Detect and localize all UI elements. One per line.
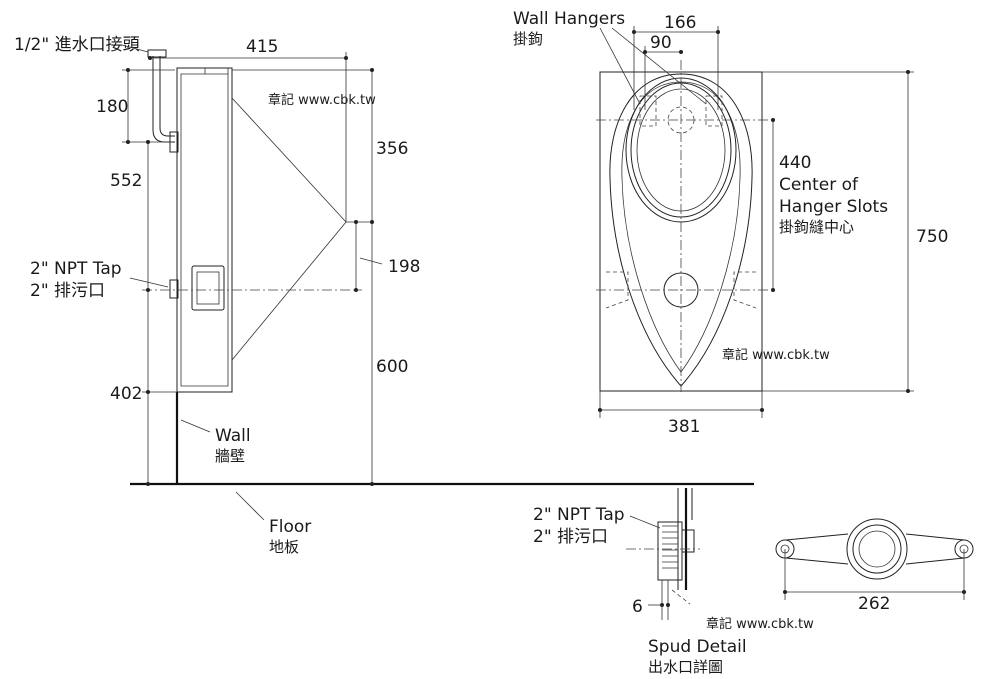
front-view: 166 90 Wall Hangers 掛鉤 440 Center of Han… (513, 9, 948, 437)
wall-label: Wall (215, 426, 251, 446)
dim-750: 750 (916, 227, 948, 247)
dim-440: 440 (779, 153, 811, 173)
floor-label: Floor (269, 517, 311, 537)
inlet-label: 1/2" 進水口接頭 (14, 35, 140, 55)
dim-552: 552 (110, 171, 142, 191)
hanger-slot-right (705, 95, 723, 127)
spud-tap-label-cn: 2" 排污口 (533, 527, 608, 547)
inlet-fitting (147, 49, 167, 58)
flush-cone (231, 97, 347, 361)
floor-label-cn: 地板 (269, 538, 299, 556)
side-view: 415 180 552 402 356 600 198 1/2" 進水口接頭 2… (14, 35, 754, 556)
dim-262: 262 (858, 594, 890, 614)
spud-title-cn: 出水口詳圖 (648, 658, 723, 676)
dim-402: 402 (110, 384, 142, 404)
watermark-spud: 章記 www.cbk.tw (706, 616, 814, 632)
dim-166: 166 (664, 13, 696, 33)
dim-600: 600 (376, 357, 408, 377)
urinal-body-side (176, 67, 233, 393)
dim-415: 415 (246, 37, 278, 57)
tap-label: 2" NPT Tap (30, 259, 122, 279)
spud-ring (846, 518, 908, 580)
dim-6: 6 (632, 597, 643, 617)
hangers-label-cn: 掛鉤 (513, 30, 543, 48)
watermark-front: 章記 www.cbk.tw (722, 347, 830, 363)
outlet-flange (191, 265, 225, 311)
spud-detail: 6 2" NPT Tap 2" 排污口 262 Spud Detail 出水口詳… (533, 488, 974, 676)
wall-label-cn: 牆壁 (215, 447, 245, 465)
dim-381: 381 (668, 417, 700, 437)
hangers-label: Wall Hangers (513, 9, 625, 29)
spud-flange (785, 533, 965, 565)
center-label-1: Center of (779, 175, 859, 195)
dim-180: 180 (96, 97, 128, 117)
spud-tap-label: 2" NPT Tap (533, 505, 625, 525)
tap-label-cn: 2" 排污口 (30, 281, 105, 301)
dim-90: 90 (650, 33, 672, 53)
dim-198: 198 (388, 257, 420, 277)
dim-356: 356 (376, 139, 408, 159)
inlet-pipe (152, 56, 175, 143)
spud-title: Spud Detail (648, 637, 747, 657)
center-label-2: Hanger Slots (779, 197, 888, 217)
center-label-cn: 掛鉤縫中心 (779, 218, 854, 236)
watermark-side: 章記 www.cbk.tw (268, 92, 376, 108)
hanger-slot-left (639, 95, 657, 127)
